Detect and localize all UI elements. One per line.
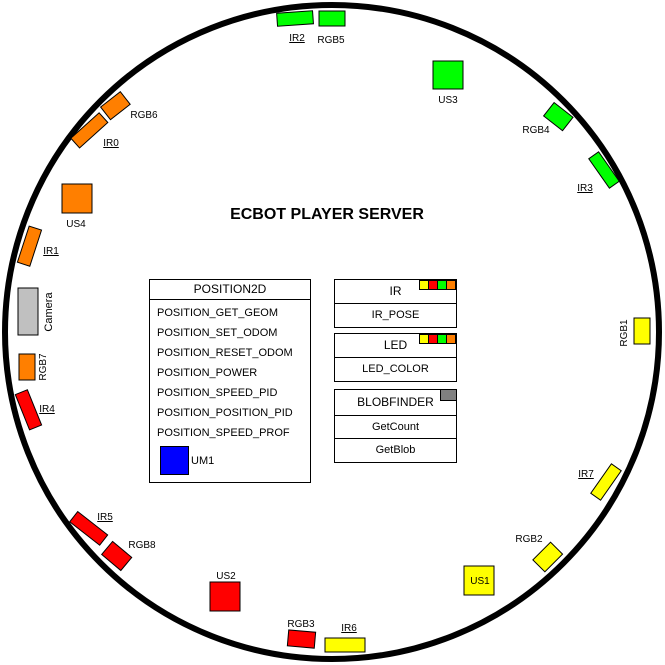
ir2-sensor <box>276 10 314 27</box>
position-set-odom[interactable]: POSITION_SET_ODOM <box>157 327 278 339</box>
ir6-label: IR6 <box>341 623 357 634</box>
us1-label: US1 <box>470 576 490 587</box>
rgb8-sensor <box>100 540 133 572</box>
position-get-geom[interactable]: POSITION_GET_GEOM <box>157 307 279 319</box>
us2-sensor <box>209 581 241 612</box>
ir-orange-dot <box>446 280 456 290</box>
led-color-item[interactable]: LED_COLOR <box>362 363 429 375</box>
us2-label: US2 <box>216 571 236 582</box>
ir-panel: IR IR_POSE <box>334 279 457 328</box>
rgb3-sensor <box>286 629 317 649</box>
ir0-sensor <box>70 112 109 149</box>
camera-label: Camera <box>43 292 55 332</box>
rgb7-sensor <box>18 353 36 381</box>
ir2-label: IR2 <box>289 33 305 44</box>
us3-label: US3 <box>438 95 458 106</box>
position2d-panel: POSITION2D POSITION_GET_GEOM POSITION_SE… <box>149 279 311 483</box>
rgb4-label: RGB4 <box>522 125 550 136</box>
um1-motor-block[interactable] <box>160 446 189 475</box>
us4-sensor <box>61 183 93 214</box>
ir-panel-title: IR <box>335 280 456 304</box>
rgb2-label: RGB2 <box>515 534 543 545</box>
ir3-sensor <box>588 151 620 189</box>
rgb5-sensor <box>318 10 346 27</box>
ir7-label: IR7 <box>578 469 594 480</box>
rgb7-label: RGB7 <box>38 353 49 381</box>
getcount-item[interactable]: GetCount <box>335 416 456 439</box>
camera-sensor <box>17 287 39 336</box>
led-orange-dot <box>446 334 456 344</box>
blobfinder-title: BLOBFINDER <box>335 390 456 416</box>
rgb1-label: RGB1 <box>619 319 630 347</box>
position-position-pid[interactable]: POSITION_POSITION_PID <box>157 407 293 419</box>
blobfinder-panel: BLOBFINDER GetCount GetBlob <box>334 389 457 463</box>
position-reset-odom[interactable]: POSITION_RESET_ODOM <box>157 347 293 359</box>
position2d-title: POSITION2D <box>150 280 310 300</box>
rgb3-label: RGB3 <box>287 619 315 630</box>
rgb1-sensor <box>633 317 651 345</box>
ir5-sensor <box>69 510 109 546</box>
us3-sensor <box>432 60 464 90</box>
ir0-label: IR0 <box>103 138 119 149</box>
um1-label: UM1 <box>191 455 215 467</box>
blobfinder-color-icon <box>440 390 456 401</box>
ir7-sensor <box>590 463 622 501</box>
ir-color-indicator <box>419 280 456 290</box>
us4-label: US4 <box>66 219 86 230</box>
us1-sensor <box>463 565 495 596</box>
ir3-label: IR3 <box>577 183 593 194</box>
ir4-sensor <box>14 389 43 431</box>
rgb8-label: RGB8 <box>128 540 156 551</box>
position-speed-pid[interactable]: POSITION_SPEED_PID <box>157 387 278 399</box>
rgb4-sensor <box>542 101 574 132</box>
rgb6-sensor <box>99 90 131 121</box>
ir4-label: IR4 <box>39 404 55 415</box>
getblob-item[interactable]: GetBlob <box>375 444 416 456</box>
ir6-sensor <box>324 637 366 653</box>
position-power[interactable]: POSITION_POWER <box>157 367 258 379</box>
rgb5-label: RGB5 <box>317 35 345 46</box>
ir5-label: IR5 <box>97 512 113 523</box>
led-panel: LED LED_COLOR <box>334 333 457 382</box>
ir1-label: IR1 <box>43 246 59 257</box>
rgb2-sensor <box>532 541 564 573</box>
led-color-indicator <box>419 334 456 344</box>
position-speed-prof[interactable]: POSITION_SPEED_PROF <box>157 427 290 439</box>
diagram-title: ECBOT PLAYER SERVER <box>230 206 424 223</box>
rgb6-label: RGB6 <box>130 110 158 121</box>
ir1-sensor <box>16 225 43 267</box>
led-panel-title: LED <box>335 334 456 358</box>
ir-pose-item[interactable]: IR_POSE <box>371 309 420 321</box>
